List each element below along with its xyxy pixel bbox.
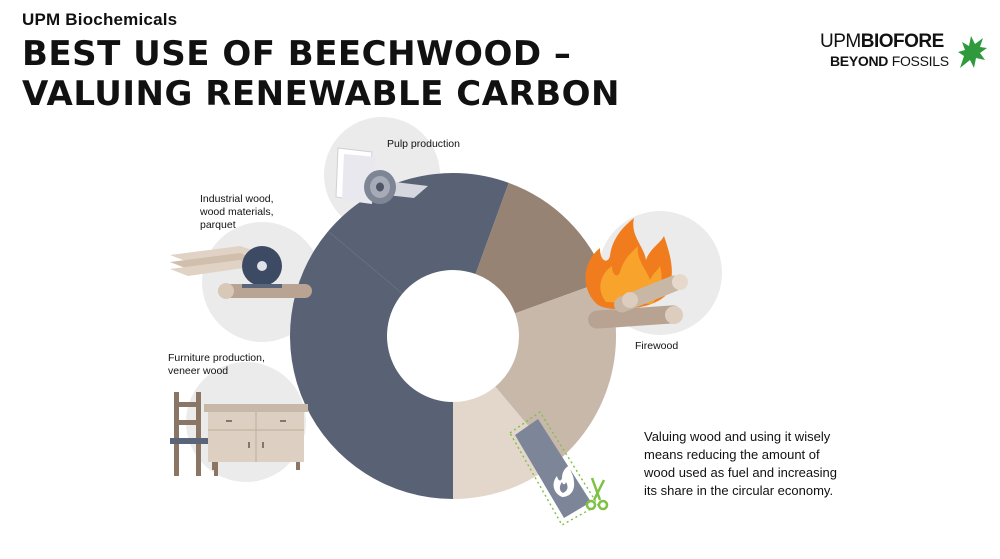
logo-line-1: UPMBIOFORE [820, 32, 944, 52]
paper-roll-icon [335, 147, 428, 204]
scissors-icon [585, 477, 609, 511]
title-line-1: BEST USE OF BEECHWOOD – [22, 34, 572, 74]
label-furniture-production: Furniture production, veneer wood [168, 352, 265, 377]
label-pulp-production: Pulp production [387, 138, 460, 150]
summary-note: Valuing wood and using it wisely means r… [644, 429, 837, 498]
title-line-2: VALUING RENEWABLE CARBON [22, 74, 620, 114]
label-firewood: Firewood [635, 340, 679, 352]
page-title: BEST USE OF BEECHWOOD – VALUING RENEWABL… [22, 34, 620, 114]
flame-icon [553, 465, 575, 497]
segment-industrial [495, 280, 616, 461]
logo-line-2: BEYOND FOSSILS [830, 53, 949, 69]
furniture-icon [170, 392, 308, 476]
logo-word-fossils: FOSSILS [891, 53, 949, 69]
header: UPM Biochemicals BEST USE OF BEECHWOOD –… [22, 10, 620, 114]
upm-logo: UPMBIOFORE BEYOND FOSSILS [820, 32, 987, 80]
saw-planks-icon [170, 246, 312, 299]
segment-firewood [289, 231, 453, 499]
cutout-piece [509, 411, 609, 526]
griffin-icon [958, 36, 987, 68]
fire-logs-icon [585, 218, 688, 329]
logo-word-biofore: BIOFORE [860, 31, 945, 52]
company-name: UPM Biochemicals [22, 10, 178, 29]
logo-word-upm: UPM [820, 31, 861, 52]
segment-furniture [475, 182, 607, 314]
label-industrial-wood: Industrial wood, wood materials, parquet [200, 193, 274, 231]
logo-word-beyond: BEYOND [830, 53, 889, 69]
segment-energy-lower [328, 173, 509, 294]
